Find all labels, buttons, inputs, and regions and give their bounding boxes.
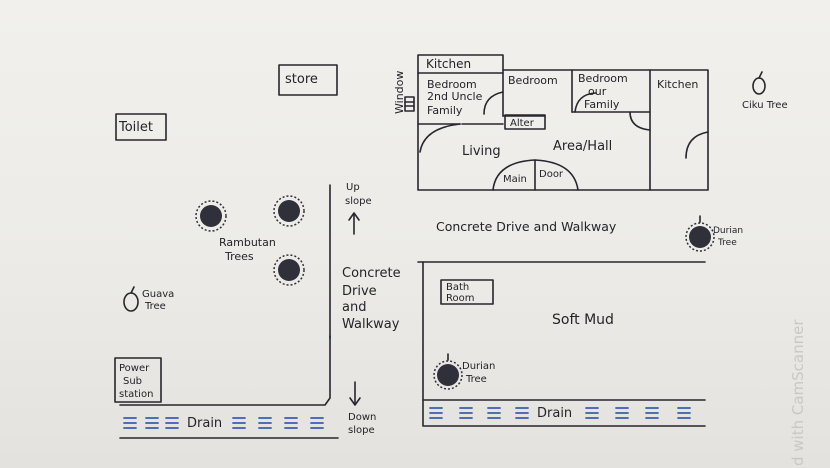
drain-right-label: Drain bbox=[537, 406, 572, 421]
rambutan-trees-label: Trees bbox=[224, 250, 254, 263]
store-box bbox=[278, 64, 338, 96]
guava-tree-icon bbox=[123, 286, 139, 312]
bathroom-label: Room bbox=[446, 293, 474, 304]
concrete-drive-left-label: Walkway bbox=[342, 317, 400, 332]
bathroom-label: Bath bbox=[446, 282, 469, 293]
area-hall-label: Area/Hall bbox=[553, 139, 612, 154]
bedroom-2nd-uncle-label: 2nd Uncle bbox=[427, 90, 483, 103]
window-label: Window bbox=[393, 71, 406, 114]
guava-tree-label: Tree bbox=[144, 301, 166, 312]
bedroom-2nd-uncle-label: Bedroom bbox=[427, 78, 477, 91]
bedroom-our-family-label: our bbox=[588, 85, 607, 98]
bedroom-middle-label: Bedroom bbox=[508, 74, 558, 87]
down-slope-arrow bbox=[349, 381, 361, 406]
rambutan-tree-icon bbox=[273, 254, 305, 286]
ciku-tree-label: Ciku Tree bbox=[742, 100, 788, 111]
power-substation-box bbox=[114, 357, 162, 403]
drain-left-label: Drain bbox=[187, 416, 222, 431]
toilet-label: Toilet bbox=[118, 120, 153, 135]
durian-tree-bottom-label: Durian bbox=[462, 361, 495, 372]
soft-mud-label: Soft Mud bbox=[552, 312, 614, 328]
living-label: Living bbox=[462, 144, 501, 159]
guava-tree-label: Guava bbox=[142, 289, 174, 300]
bedroom-our-family-label: Family bbox=[584, 98, 620, 111]
bedroom-our-family-label: Bedroom bbox=[578, 72, 628, 85]
scanner-watermark: d with CamScanner bbox=[789, 319, 807, 466]
main-door-label: Door bbox=[539, 169, 564, 180]
up-slope-arrow bbox=[348, 212, 360, 235]
concrete-drive-left-label: Concrete bbox=[342, 266, 401, 281]
concrete-drive-left-label: and bbox=[342, 300, 366, 315]
door-swings bbox=[419, 91, 709, 191]
durian-tree-icon bbox=[685, 215, 715, 252]
down-slope-label: Down bbox=[348, 412, 376, 423]
down-slope-label: slope bbox=[348, 425, 375, 436]
drain-marks-left bbox=[123, 417, 324, 429]
rambutan-trees-label: Rambutan bbox=[219, 236, 276, 249]
rambutan-tree-icon bbox=[273, 195, 305, 227]
durian-tree-right-label: Durian bbox=[713, 226, 743, 236]
main-door-label: Main bbox=[503, 174, 527, 185]
ciku-tree-icon bbox=[752, 71, 766, 95]
concrete-drive-left-label: Drive bbox=[342, 284, 377, 299]
right-plot-boundary bbox=[422, 261, 706, 427]
bathroom-box bbox=[440, 279, 494, 305]
bedroom-2nd-uncle-label: Family bbox=[427, 104, 463, 117]
power-substation-label: station bbox=[119, 389, 153, 400]
power-substation-label: Power bbox=[119, 363, 150, 374]
alter-label: Alter bbox=[510, 118, 535, 129]
kitchen-right-label: Kitchen bbox=[657, 78, 698, 91]
left-plot-boundary bbox=[119, 335, 331, 406]
power-substation-label: Sub bbox=[123, 376, 142, 387]
kitchen-top-label: Kitchen bbox=[426, 57, 471, 71]
durian-tree-bottom-label: Tree bbox=[465, 374, 487, 385]
durian-tree-right-label: Tree bbox=[717, 238, 737, 248]
store-label: store bbox=[285, 72, 318, 87]
up-slope-label: Up bbox=[346, 182, 360, 193]
window-marker bbox=[404, 96, 415, 112]
drain-marks-right bbox=[429, 407, 691, 419]
concrete-drive-walkway-top-label: Concrete Drive and Walkway bbox=[436, 219, 617, 234]
durian-tree-icon bbox=[433, 353, 463, 390]
rambutan-tree-icon bbox=[195, 200, 227, 232]
toilet-box bbox=[115, 113, 167, 141]
up-slope-label: slope bbox=[345, 196, 372, 207]
